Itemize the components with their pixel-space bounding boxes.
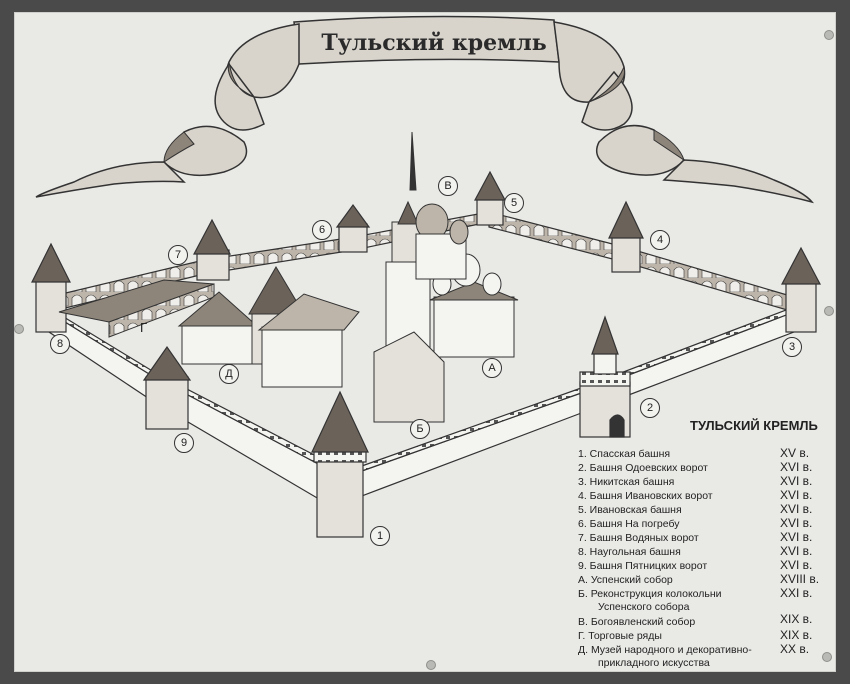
legend-title: ТУЛЬСКИЙ КРЕМЛЬ xyxy=(690,418,818,433)
map-board: Тульский кремль xyxy=(14,12,836,672)
legend-item-label: Г. Торговые ряды xyxy=(578,630,662,642)
marker-1[interactable]: 1 xyxy=(370,526,390,546)
marker-V[interactable]: В xyxy=(438,176,458,196)
marker-2[interactable]: 2 xyxy=(640,398,660,418)
marker-D[interactable]: Д xyxy=(219,364,239,384)
legend-item-label: 6. Башня На погребу xyxy=(578,518,680,530)
marker-4[interactable]: 4 xyxy=(650,230,670,250)
legend-item-label: А. Успенский собор xyxy=(578,574,673,586)
marker-5[interactable]: 5 xyxy=(504,193,524,213)
marker-3[interactable]: 3 xyxy=(782,337,802,357)
legend-item-century: XIX в. xyxy=(780,628,813,642)
legend-item-century: XXI в. xyxy=(780,586,813,600)
marker-A[interactable]: А xyxy=(482,358,502,378)
screw-right-mid xyxy=(824,306,834,316)
legend-item-label: 5. Ивановская башня xyxy=(578,504,682,516)
marker-8[interactable]: 8 xyxy=(50,334,70,354)
legend-item-century: XVI в. xyxy=(780,516,813,530)
title-ribbon xyxy=(35,15,815,204)
legend-item-label: 8. Наугольная башня xyxy=(578,546,681,558)
legend-item-century: XVI в. xyxy=(780,544,813,558)
legend-item-century: XVI в. xyxy=(780,502,813,516)
legend-item-label: В. Богоявленский собор xyxy=(578,616,696,628)
legend-item-label: Успенского собора xyxy=(598,601,690,613)
legend-item-century: XVIII в. xyxy=(780,572,820,586)
legend-item-label: 2. Башня Одоевских ворот xyxy=(578,462,708,474)
legend-item-label: 1. Спасская башня xyxy=(578,448,671,460)
kremlin-illustration xyxy=(31,131,821,538)
legend-item-century: XV в. xyxy=(780,446,810,460)
marker-G[interactable]: Г xyxy=(140,320,148,335)
legend-item-label: прикладного искусства xyxy=(598,657,710,669)
screw-left-mid xyxy=(14,324,24,334)
legend-item-label: 7. Башня Водяных ворот xyxy=(578,532,699,544)
legend-item-label: Д. Музей народного и декоративно- xyxy=(578,644,752,656)
legend-item-century: XVI в. xyxy=(780,530,813,544)
legend-item-label: 4. Башня Ивановских ворот xyxy=(578,490,713,502)
legend-item-century: XX в. xyxy=(780,642,810,656)
legend-item-century: XIX в. xyxy=(780,612,813,626)
screw-top-right xyxy=(824,30,834,40)
marker-6[interactable]: 6 xyxy=(312,220,332,240)
marker-9[interactable]: 9 xyxy=(174,433,194,453)
marker-B[interactable]: Б xyxy=(410,419,430,439)
screw-bottom-right xyxy=(822,652,832,662)
legend-item-label: 3. Никитская башня xyxy=(578,476,675,488)
screw-bottom xyxy=(426,660,436,670)
marker-7[interactable]: 7 xyxy=(168,245,188,265)
legend-item-label: Б. Реконструкция колокольни xyxy=(578,588,722,600)
legend-item-century: XVI в. xyxy=(780,558,813,572)
legend-item-century: XVI в. xyxy=(780,460,813,474)
legend-item-century: XVI в. xyxy=(780,474,813,488)
legend-item-label: 9. Башня Пятницких ворот xyxy=(578,560,708,572)
map-title: Тульский кремль xyxy=(321,30,547,56)
legend-item-century: XVI в. xyxy=(780,488,813,502)
